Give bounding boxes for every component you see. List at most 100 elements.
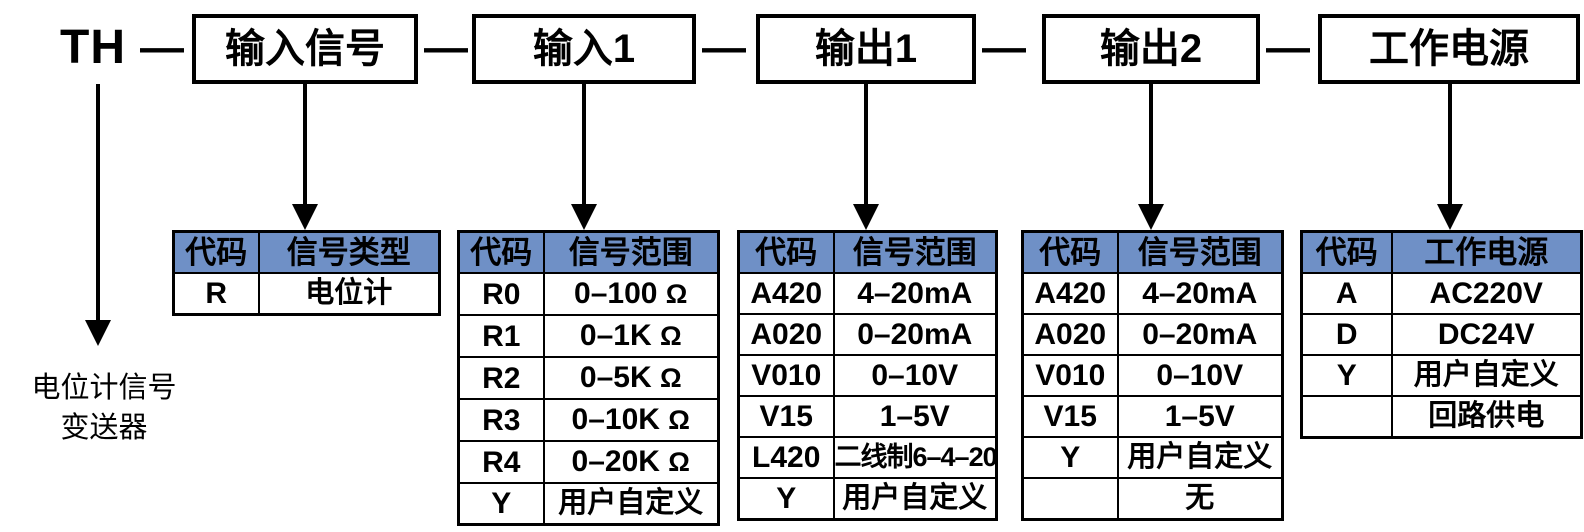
table-row: 无 [1021,477,1284,521]
cell-code: R3 [457,398,545,442]
arrow-head-input-signal [292,204,318,230]
cell-code: A [1300,272,1393,315]
separator-dash-2: — [424,23,468,72]
cell-code: D [1300,313,1393,356]
separator-dash-4: — [982,23,1026,72]
ohm-symbol: Ω [665,279,688,309]
ohm-symbol: Ω [668,447,690,477]
cell-value: 电位计 [257,272,441,316]
connector-line-th [96,84,100,324]
ohm-symbol: Ω [668,405,690,435]
cell-value: 0–5K Ω [542,356,720,400]
column-header-code: 代码 [1021,230,1119,274]
ohm-symbol: Ω [659,363,682,393]
cell-value: 0–10V [1116,354,1284,397]
cell-value: 0–10K Ω [542,398,720,442]
cell-code: V15 [1021,395,1119,438]
cell-code: Y [1300,354,1393,397]
connector-line-output-1 [864,84,868,206]
cell-code: A420 [1021,272,1119,315]
segment-box-label: 输入1 [532,27,636,71]
cell-value: 4–20mA [832,272,998,315]
cell-value: 0–10V [832,354,998,397]
cell-code: R1 [457,314,545,358]
cell-value: 用户自定义 [832,477,998,521]
cell-code: Y [1021,436,1119,479]
cell-value: 0–20K Ω [542,440,720,484]
column-header-value: 信号范围 [542,230,720,274]
connector-line-input-signal [303,84,307,206]
cell-value: 用户自定义 [542,482,720,526]
cell-value: 0–20mA [1116,313,1284,356]
arrow-head-th [85,320,111,346]
segment-box-power-supply[interactable]: 工作电源 [1318,14,1580,84]
column-header-code: 代码 [172,230,260,274]
table-header-row: 代码工作电源 [1300,230,1583,274]
column-header-value: 信号类型 [257,230,441,274]
arrow-head-input-1 [571,204,597,230]
column-header-value: 信号范围 [832,230,998,274]
table-header-row: 代码信号范围 [1021,230,1284,274]
segment-box-label: 输出2 [1099,27,1203,71]
segment-box-label: 工作电源 [1369,27,1529,71]
cell-value: 0–1K Ω [542,314,720,358]
cell-value: 0–100 Ω [542,272,720,316]
cell-code: A020 [1021,313,1119,356]
ohm-symbol: Ω [659,321,682,351]
segment-box-output-1[interactable]: 输出1 [756,14,976,84]
segment-box-input-1[interactable]: 输入1 [472,14,696,84]
cell-value: 4–20mA [1116,272,1284,315]
cell-code: R4 [457,440,545,484]
device-caption: 电位计信号 变送器 [4,368,204,448]
column-header-value: 信号范围 [1116,230,1284,274]
arrow-head-output-2 [1138,204,1164,230]
cell-code: R0 [457,272,545,316]
connector-line-power-supply [1448,84,1452,206]
cell-value: 回路供电 [1390,395,1583,439]
segment-box-label: 输出1 [814,27,918,71]
cell-code: R2 [457,356,545,400]
cell-code: V15 [737,395,835,438]
cell-code: V010 [737,354,835,397]
cell-value: 1–5V [832,395,998,438]
column-header-code: 代码 [1300,230,1393,274]
column-header-code: 代码 [457,230,545,274]
segment-box-input-signal[interactable]: 输入信号 [192,14,418,84]
cell-value: 1–5V [1116,395,1284,438]
cell-code [1300,395,1393,439]
connector-line-output-2 [1149,84,1153,206]
device-caption-line-2: 变送器 [60,412,148,444]
arrow-head-output-1 [853,204,879,230]
cell-code: A420 [737,272,835,315]
table-header-row: 代码信号范围 [457,230,720,274]
cell-code: Y [457,482,545,526]
cell-code: V010 [1021,354,1119,397]
table-header-row: 代码信号范围 [737,230,998,274]
segment-box-output-2[interactable]: 输出2 [1042,14,1260,84]
model-prefix-th: TH [60,21,126,74]
cell-value: 用户自定义 [1116,436,1284,479]
table-row: 回路供电 [1300,395,1583,439]
